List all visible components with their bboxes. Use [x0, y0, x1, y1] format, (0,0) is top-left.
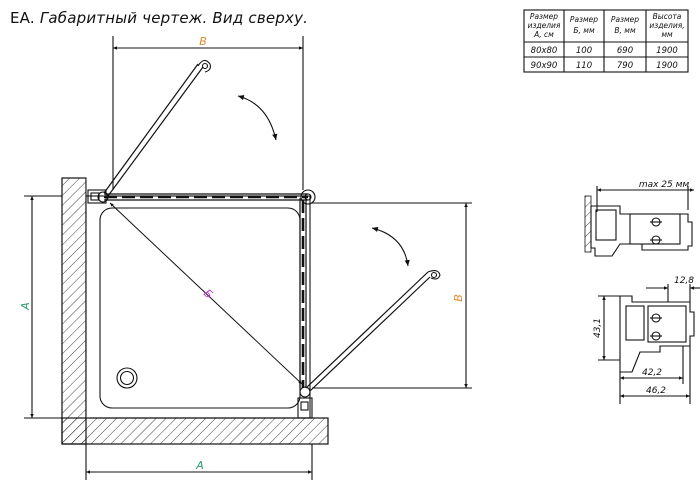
- diagonal-dimension-b: [109, 202, 303, 385]
- label-dim-42-2: 42,2: [642, 368, 662, 378]
- table-header-4-line2: изделия,: [649, 21, 684, 30]
- title-prefix: EA.: [10, 9, 35, 27]
- table-header-4-line1: Высота: [653, 12, 682, 21]
- size-table: [523, 9, 689, 73]
- label-dim-12-8: 12,8: [674, 276, 694, 286]
- table-cell: 690: [617, 46, 633, 56]
- label-dim-43-1: 43,1: [593, 318, 603, 338]
- wall-bottom: [61, 417, 329, 445]
- label-v-top: В: [199, 35, 207, 48]
- dimension-v-right: [312, 202, 472, 389]
- label-a-bottom: А: [195, 459, 204, 472]
- table-cell: 90x90: [531, 61, 558, 71]
- wall-profile-top: [87, 189, 109, 204]
- table-header-1-line2: изделия: [528, 21, 561, 30]
- label-v-right: В: [452, 294, 465, 302]
- title-text: Габаритный чертеж. Вид сверху.: [39, 9, 309, 27]
- dimension-a-bottom: [85, 444, 313, 480]
- table-header-1-line3: А, см: [533, 30, 554, 39]
- table-cell: 790: [617, 61, 633, 71]
- stabilizer-bar-right: [305, 269, 441, 392]
- rotation-arrow-top: [237, 94, 278, 141]
- wall-left: [61, 177, 87, 445]
- table-header-3-line1: Размер: [611, 15, 639, 24]
- dimension-v-top: [112, 36, 304, 190]
- table-cell: 80x80: [531, 46, 558, 56]
- wall-profile-bottom: [297, 386, 313, 419]
- stabilizer-bar-top: [103, 59, 211, 197]
- table-header-3-line2: В, мм: [614, 26, 636, 35]
- table-cell: 1900: [656, 61, 678, 71]
- glass-panel-back: [104, 193, 308, 201]
- profile-detail-bottom: [598, 284, 700, 404]
- label-a-left: А: [19, 302, 32, 311]
- table-cell: 1900: [656, 46, 678, 56]
- table-header-4-line3: мм: [661, 30, 673, 39]
- table-cell: 100: [576, 46, 592, 56]
- glass-panel-side: [299, 198, 307, 388]
- table-header-2-line1: Размер: [570, 15, 598, 24]
- drain-inner: [119, 370, 135, 386]
- shower-tray: [85, 195, 311, 419]
- label-b-diagonal: Б: [201, 287, 215, 302]
- table-cell: 110: [576, 61, 592, 71]
- rotation-arrow-right: [371, 226, 410, 267]
- profile-detail-top: [584, 186, 694, 257]
- table-header-2-line2: Б, мм: [573, 26, 595, 35]
- label-max-gap: max 25 мм: [639, 180, 690, 190]
- drawing-title: EA. Габаритный чертеж. Вид сверху.: [10, 9, 308, 27]
- corner-post: [300, 189, 316, 205]
- label-dim-46-2: 46,2: [646, 386, 666, 396]
- dimension-a-left: [24, 195, 62, 419]
- table-header-1-line1: Размер: [530, 12, 558, 21]
